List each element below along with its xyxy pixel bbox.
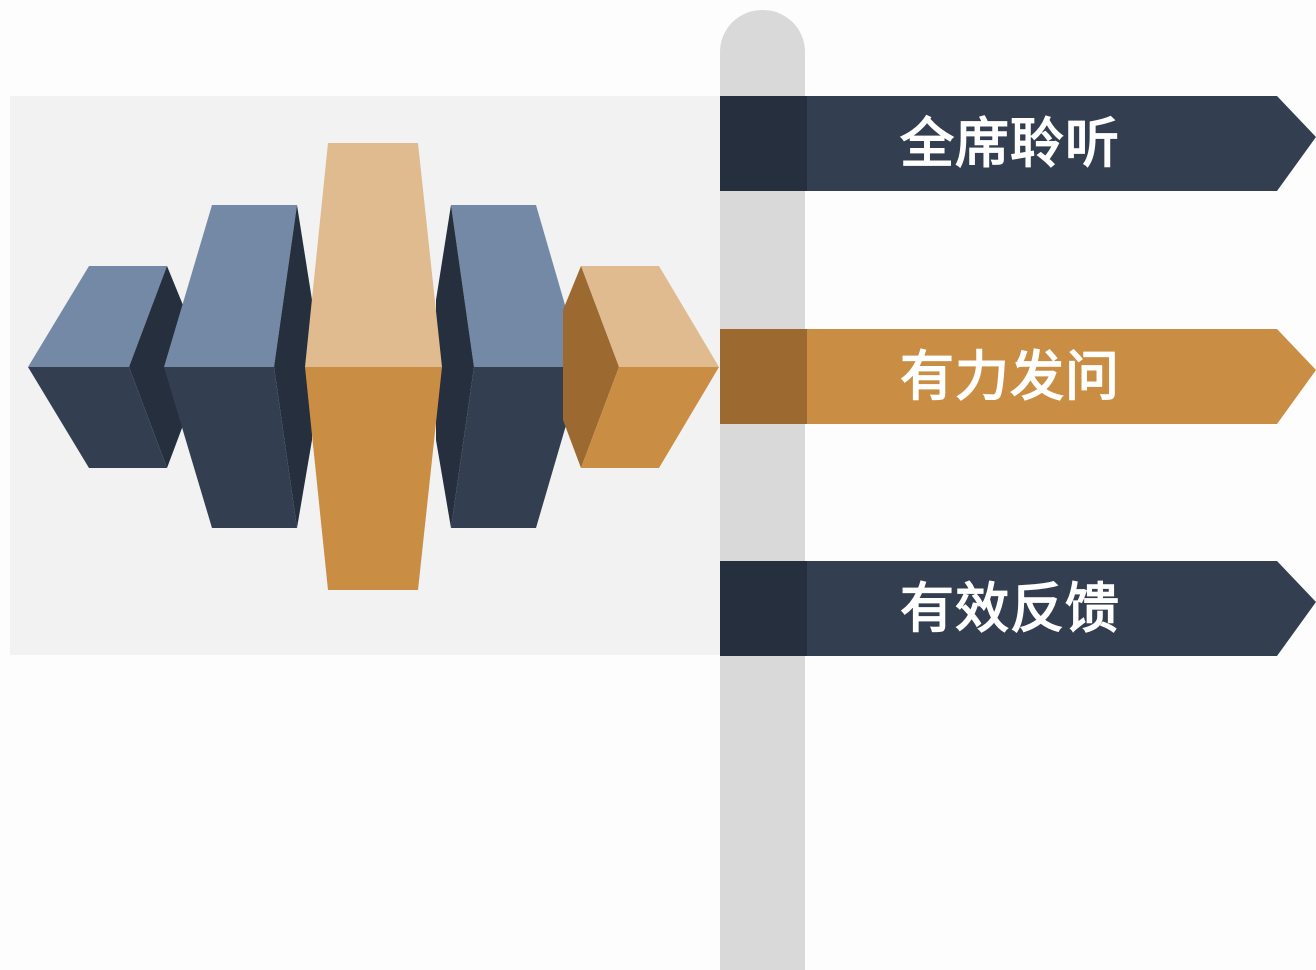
sign-ask: 有力发问 [720, 329, 1316, 424]
sign-label-feedback: 有效反馈 [900, 577, 1120, 640]
block-left-tall [164, 205, 312, 528]
block-right-tall [436, 205, 583, 528]
arrow-sign-icon [720, 329, 1316, 424]
arrow-sign-icon [720, 561, 1316, 656]
sign-feedback: 有效反馈 [720, 561, 1316, 656]
sign-label-listen: 全席聆听 [900, 112, 1120, 175]
arrow-sign-icon [720, 96, 1316, 191]
sign-listen: 全席聆听 [720, 96, 1316, 191]
sign-label-ask: 有力发问 [900, 345, 1120, 408]
block-center-tallest [305, 143, 442, 590]
block-right-small [563, 266, 719, 468]
block-left-small [28, 266, 185, 468]
